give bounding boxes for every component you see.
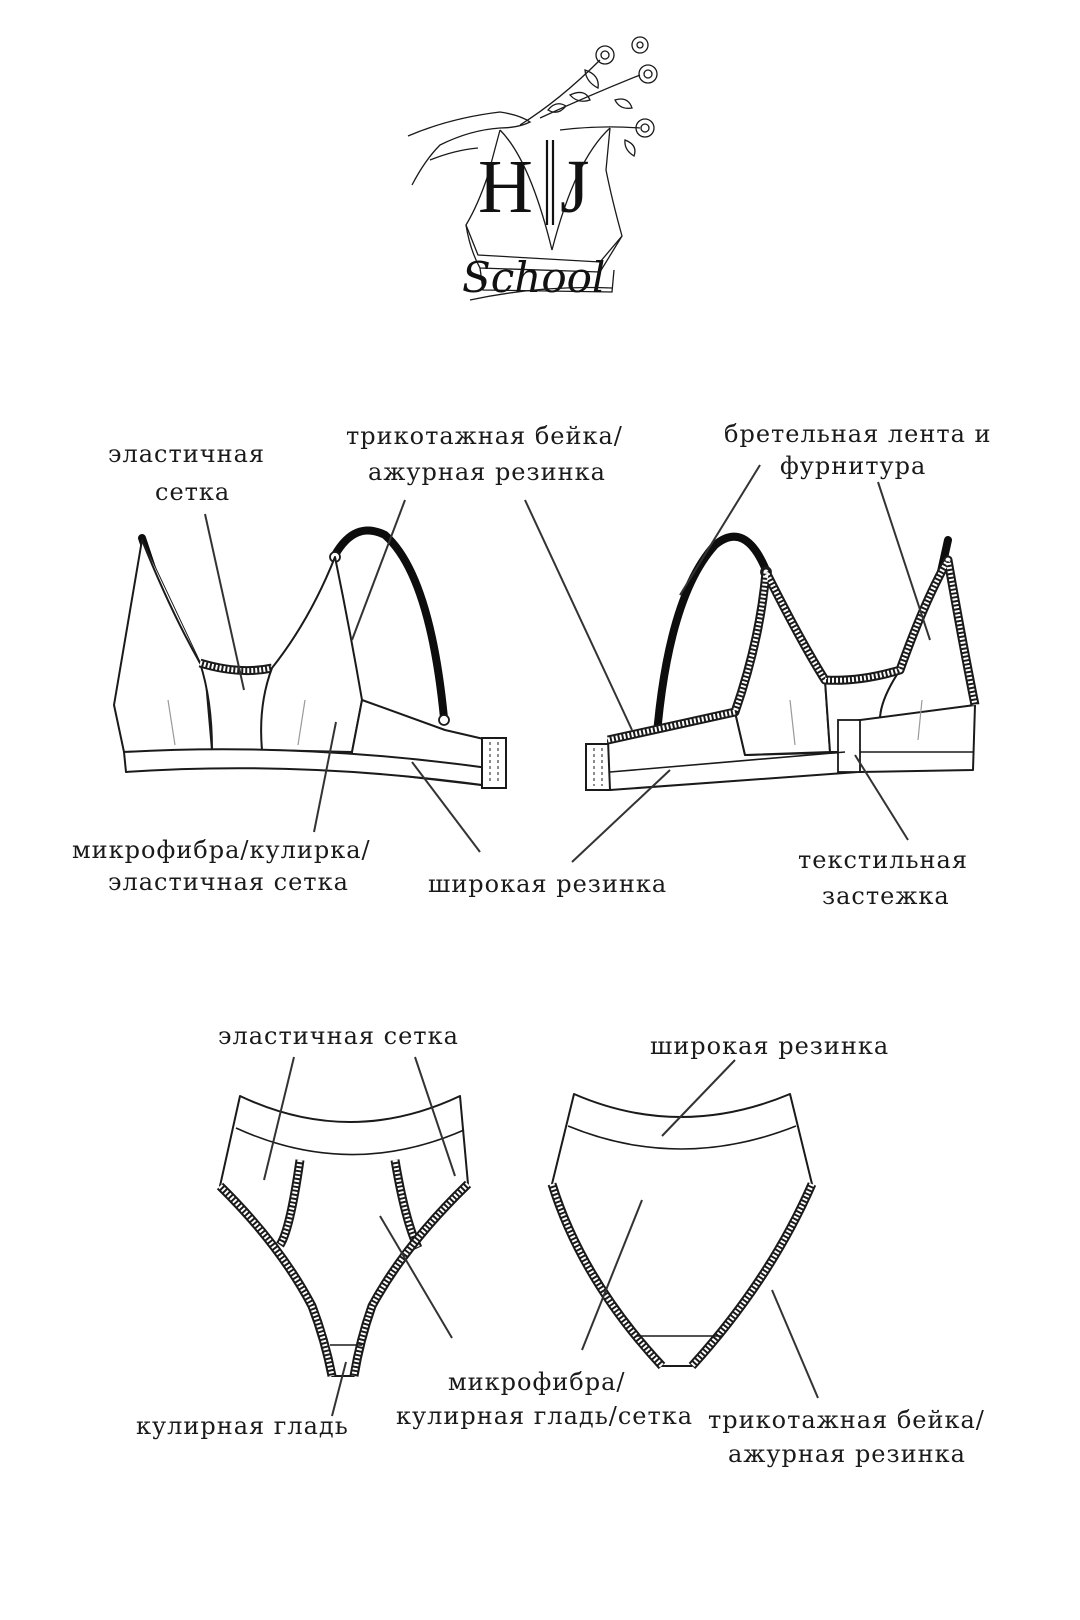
- label-brief-binding-line2: ажурная резинка: [728, 1440, 966, 1468]
- bra-front-right-strap: [331, 526, 448, 722]
- label-brief-main-fabric-line2: кулирная гладь/сетка: [396, 1402, 693, 1430]
- brief-front-view: [216, 1095, 472, 1377]
- bra-front-view: [113, 526, 507, 789]
- logo-script-underline: [469, 286, 613, 301]
- brief-back-view: [547, 1093, 817, 1370]
- brief-back-waistband-seam: [567, 1125, 797, 1150]
- label-bra-band: широкая резинка: [428, 870, 667, 898]
- label-bra-strap-line2: фурнитура: [780, 452, 926, 480]
- label-bra-binding-line1: трикотажная бейка/: [346, 422, 623, 450]
- bra-front-neckline-trim: [198, 658, 273, 676]
- bra-back-left-strap: [651, 532, 770, 764]
- brief-labels: эластичная сетка широкая резинка микрофи…: [136, 1022, 985, 1468]
- logo-letter-j: J: [560, 145, 590, 229]
- label-bra-cup-fabric-line1: микрофибра/кулирка/: [72, 836, 371, 864]
- brief-front-waistband-seam: [235, 1127, 465, 1156]
- label-bra-cup-fabric-line2: эластичная сетка: [108, 868, 349, 896]
- bra-back-hook-eye: [585, 743, 611, 791]
- label-brief-binding-line1: трикотажная бейка/: [708, 1406, 985, 1434]
- label-brief-gusset: кулирная гладь: [136, 1412, 349, 1440]
- label-brief-mesh: эластичная сетка: [218, 1022, 459, 1050]
- brief-front-body: [219, 1095, 469, 1377]
- logo-letter-h: H: [478, 145, 533, 229]
- label-bra-strap-line1: бретельная лента и: [724, 420, 992, 448]
- leader-lines: [204, 464, 931, 1417]
- bra-front-left-cup: [113, 539, 213, 753]
- bra-front-hook-eye: [481, 737, 507, 789]
- brand-logo: H J School: [407, 36, 658, 302]
- label-bra-closure-line1: текстильная: [798, 846, 968, 874]
- label-brief-band: широкая резинка: [650, 1032, 889, 1060]
- logo-script-text: School: [462, 253, 605, 302]
- bra-back-textile-closure: [837, 719, 861, 773]
- bra-front-right-cup: [260, 556, 363, 753]
- bra-labels: эластичная сетка трикотажная бейка/ ажур…: [72, 420, 992, 910]
- label-bra-binding-line2: ажурная резинка: [368, 458, 606, 486]
- bra-back-view: [585, 532, 980, 791]
- label-brief-main-fabric-line1: микрофибра/: [448, 1368, 625, 1396]
- label-bra-closure-line2: застежка: [822, 882, 950, 910]
- label-bra-mesh-line1: эластичная: [108, 440, 265, 468]
- rose-bouquet-illustration: [519, 36, 658, 157]
- label-bra-mesh-line2: сетка: [155, 478, 230, 506]
